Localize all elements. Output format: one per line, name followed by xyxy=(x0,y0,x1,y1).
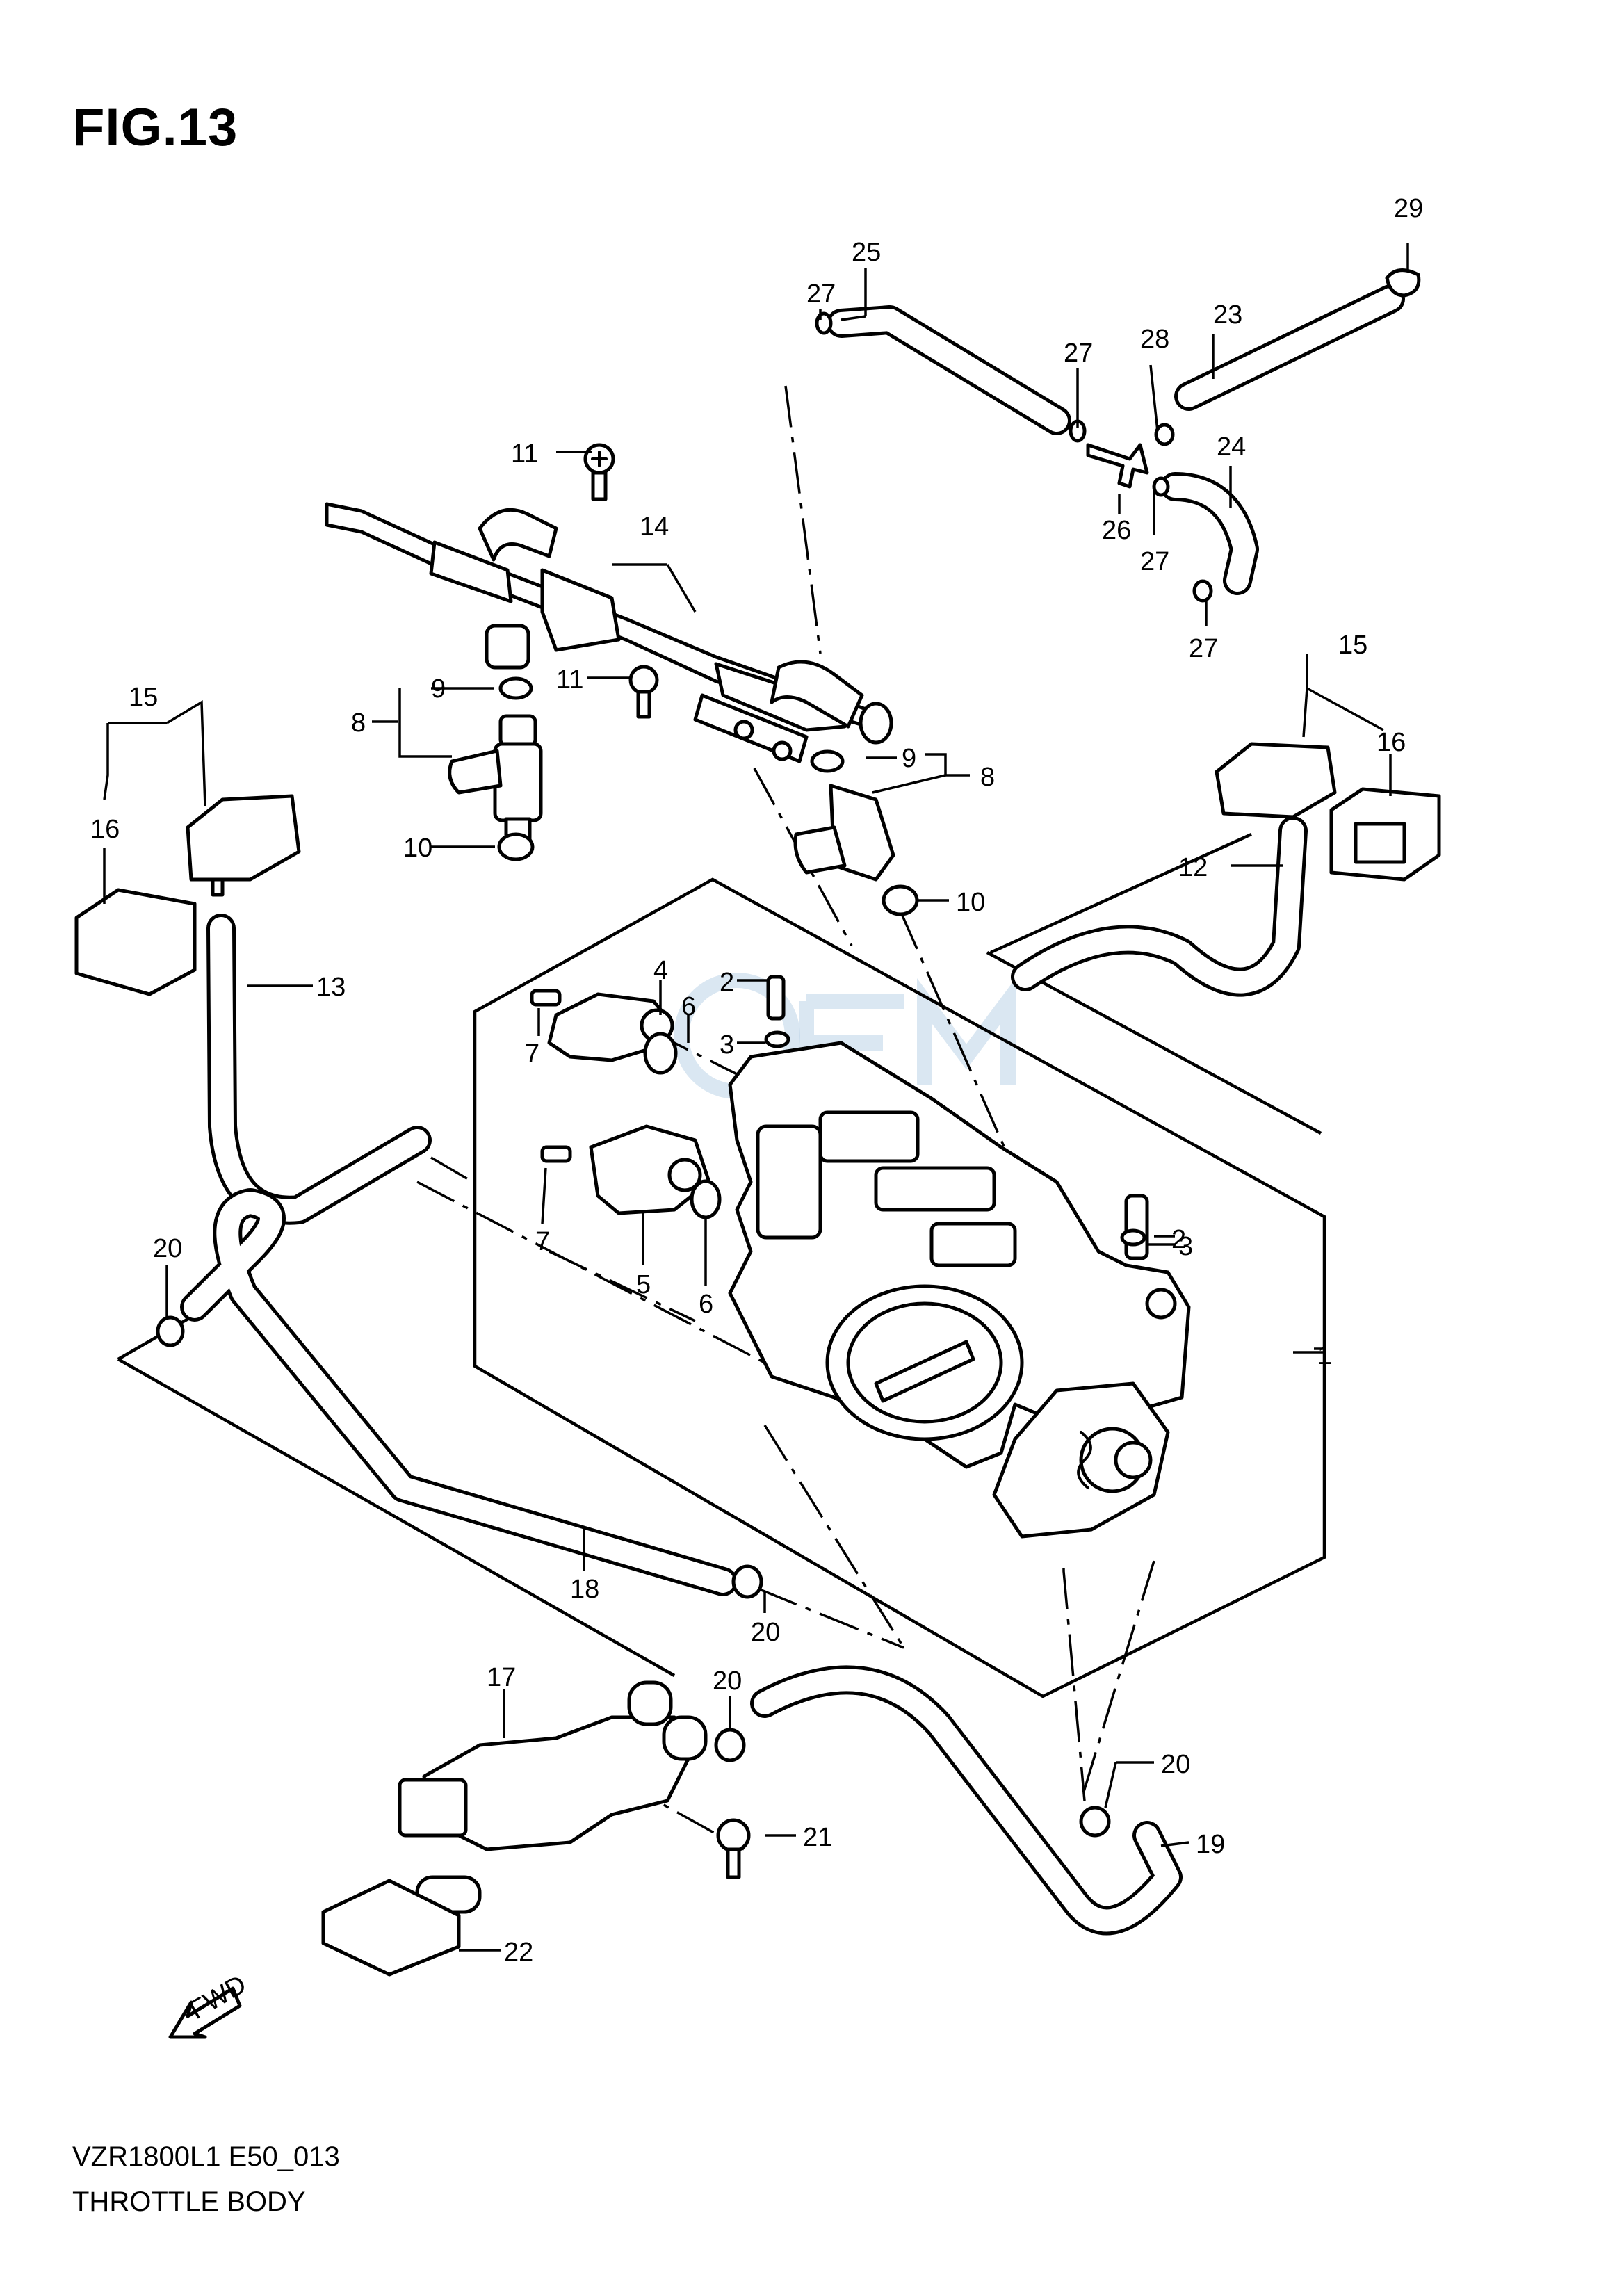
callout-9: 9 xyxy=(431,674,446,704)
sensor-connector-left xyxy=(186,794,301,897)
callout-20: 20 xyxy=(751,1618,780,1647)
rubber-cover-right xyxy=(1329,787,1441,882)
sensor-connector-right xyxy=(1215,742,1337,819)
callout-27: 27 xyxy=(1064,339,1093,368)
clip-28 xyxy=(1154,423,1175,446)
callout-labels: 1 2 2 3 3 4 5 6 6 7 7 8 8 9 9 10 10 11 1… xyxy=(90,194,1423,1967)
callout-23: 23 xyxy=(1213,300,1242,330)
callout-27: 27 xyxy=(1189,634,1218,663)
hose-12 xyxy=(1011,816,1308,997)
leader-lines xyxy=(103,243,1409,1952)
callout-24: 24 xyxy=(1217,432,1246,462)
callout-5: 5 xyxy=(636,1270,651,1299)
idle-air-control-valve xyxy=(398,1680,708,1914)
callout-16: 16 xyxy=(90,815,120,844)
callout-29: 29 xyxy=(1394,194,1423,223)
callout-11: 11 xyxy=(511,439,538,469)
callout-20: 20 xyxy=(153,1234,182,1263)
injector-right xyxy=(793,749,919,916)
callout-22: 22 xyxy=(504,1938,533,1967)
callout-18: 18 xyxy=(570,1575,599,1604)
throttle-body-frame xyxy=(473,877,1326,1698)
hose-19 xyxy=(750,1665,1183,1936)
rubber-cover-left xyxy=(74,888,197,996)
callout-15: 15 xyxy=(129,683,158,712)
callout-1: 1 xyxy=(1317,1341,1332,1370)
callout-19: 19 xyxy=(1196,1830,1225,1859)
fwd-arrow-icon: FWD xyxy=(168,1970,251,2039)
throttle-position-sensor-5 xyxy=(589,1124,711,1215)
callout-27: 27 xyxy=(806,279,836,309)
tee-joint xyxy=(1086,443,1149,489)
callout-3: 3 xyxy=(1178,1232,1193,1261)
callout-26: 26 xyxy=(1102,516,1131,545)
hose-24 xyxy=(1160,472,1259,595)
callout-9: 9 xyxy=(902,744,916,773)
callout-27: 27 xyxy=(1140,547,1169,576)
callout-21: 21 xyxy=(803,1823,832,1852)
section-name: THROTTLE BODY xyxy=(72,2187,306,2217)
callout-8: 8 xyxy=(351,708,366,738)
callout-7: 7 xyxy=(525,1039,539,1069)
o-rings-6 xyxy=(643,1032,722,1219)
screws-7 xyxy=(530,989,572,1163)
callout-28: 28 xyxy=(1140,325,1169,354)
callout-2: 2 xyxy=(1171,1225,1186,1254)
callout-16: 16 xyxy=(1377,728,1406,757)
clamps-20 xyxy=(156,1315,1111,1838)
screw-21 xyxy=(716,1818,751,1879)
figure-title: FIG.13 xyxy=(72,98,238,157)
callout-4: 4 xyxy=(653,956,668,985)
hose-23 xyxy=(1174,284,1405,411)
callout-17: 17 xyxy=(487,1663,516,1692)
hose-13 xyxy=(206,914,432,1225)
callout-20: 20 xyxy=(1161,1750,1190,1779)
hose-25 xyxy=(827,305,1071,435)
o-rings-3 xyxy=(764,1030,1146,1247)
callout-15: 15 xyxy=(1338,631,1367,660)
callout-2: 2 xyxy=(720,968,734,997)
callout-10: 10 xyxy=(403,834,432,863)
injector-left xyxy=(448,676,543,861)
callout-14: 14 xyxy=(640,512,669,542)
callout-20: 20 xyxy=(713,1666,742,1696)
hose-clip-29 xyxy=(1385,268,1421,298)
callout-13: 13 xyxy=(316,973,346,1002)
fuel-rail xyxy=(325,502,893,763)
throttle-body xyxy=(728,1041,1191,1539)
pad-22 xyxy=(321,1879,461,1977)
callout-6: 6 xyxy=(681,992,696,1021)
callout-10: 10 xyxy=(956,888,985,917)
callout-25: 25 xyxy=(852,238,881,267)
callout-11: 11 xyxy=(556,665,583,695)
callout-7: 7 xyxy=(535,1227,550,1256)
callout-8: 8 xyxy=(980,763,995,792)
callout-3: 3 xyxy=(720,1030,734,1060)
callout-6: 6 xyxy=(699,1290,713,1319)
diagram-code: VZR1800L1 E50_013 xyxy=(72,2141,340,2172)
callout-12: 12 xyxy=(1178,853,1208,882)
bolt-lower xyxy=(628,665,659,719)
hose-18 xyxy=(180,1188,738,1596)
